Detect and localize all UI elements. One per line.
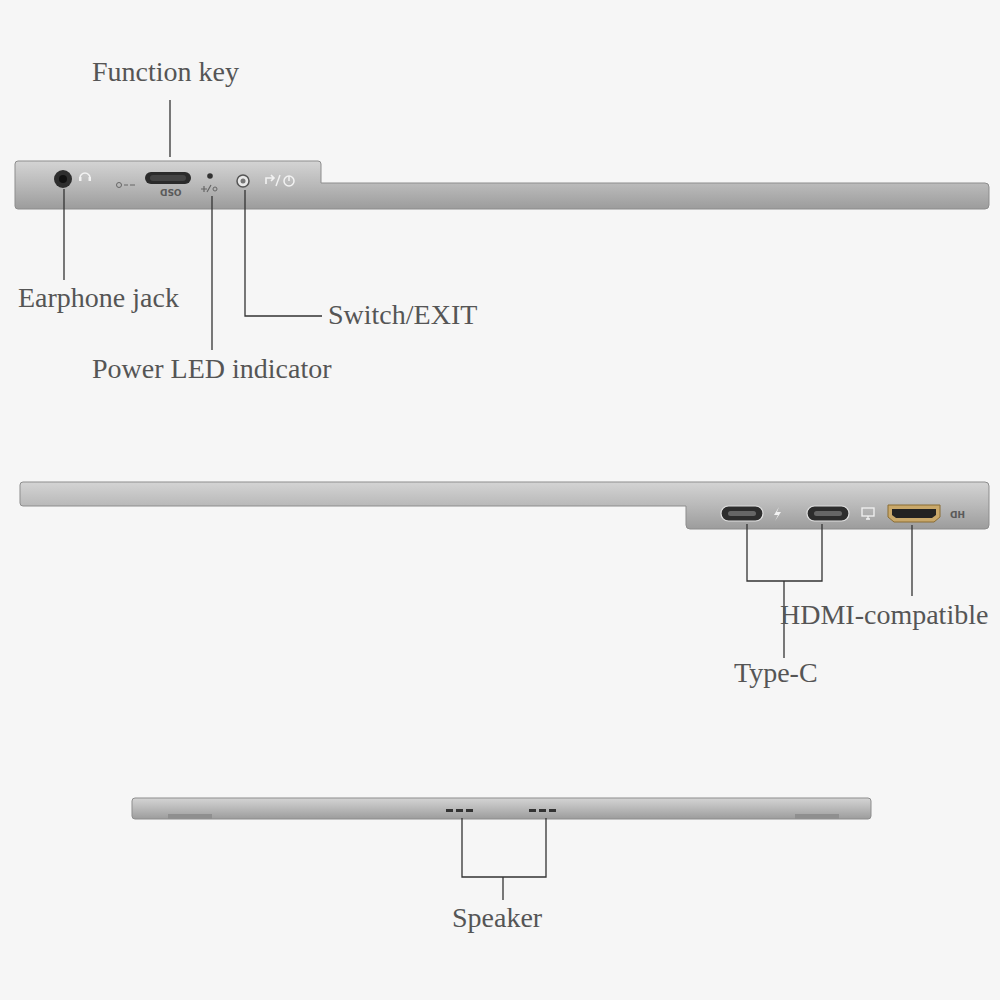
leader-lines-side (747, 524, 912, 658)
part-label: HDMI-compatible (780, 601, 988, 629)
part-label: Earphone jack (18, 284, 179, 312)
printed-marking: HD (950, 509, 965, 518)
grill-slot (539, 809, 546, 812)
grill-slot (446, 809, 453, 812)
part-label: Power LED indicator (92, 355, 332, 383)
printed-marking: OSD (160, 187, 182, 196)
speaker-grill (446, 809, 556, 812)
part-label: Function key (92, 58, 239, 86)
part-label: Switch/EXIT (328, 301, 477, 329)
side-edge-view (20, 482, 989, 529)
grill-slot (456, 809, 463, 812)
grill-slot (466, 809, 473, 812)
grill-slot (549, 809, 556, 812)
leader-lines-top (64, 100, 322, 350)
top-edge-view (15, 161, 989, 209)
part-label: Type-C (734, 659, 818, 687)
grill-slot (529, 809, 536, 812)
part-label: Speaker (452, 904, 542, 932)
bottom-edge-view (132, 798, 871, 819)
leader-lines-bottom (462, 818, 546, 900)
